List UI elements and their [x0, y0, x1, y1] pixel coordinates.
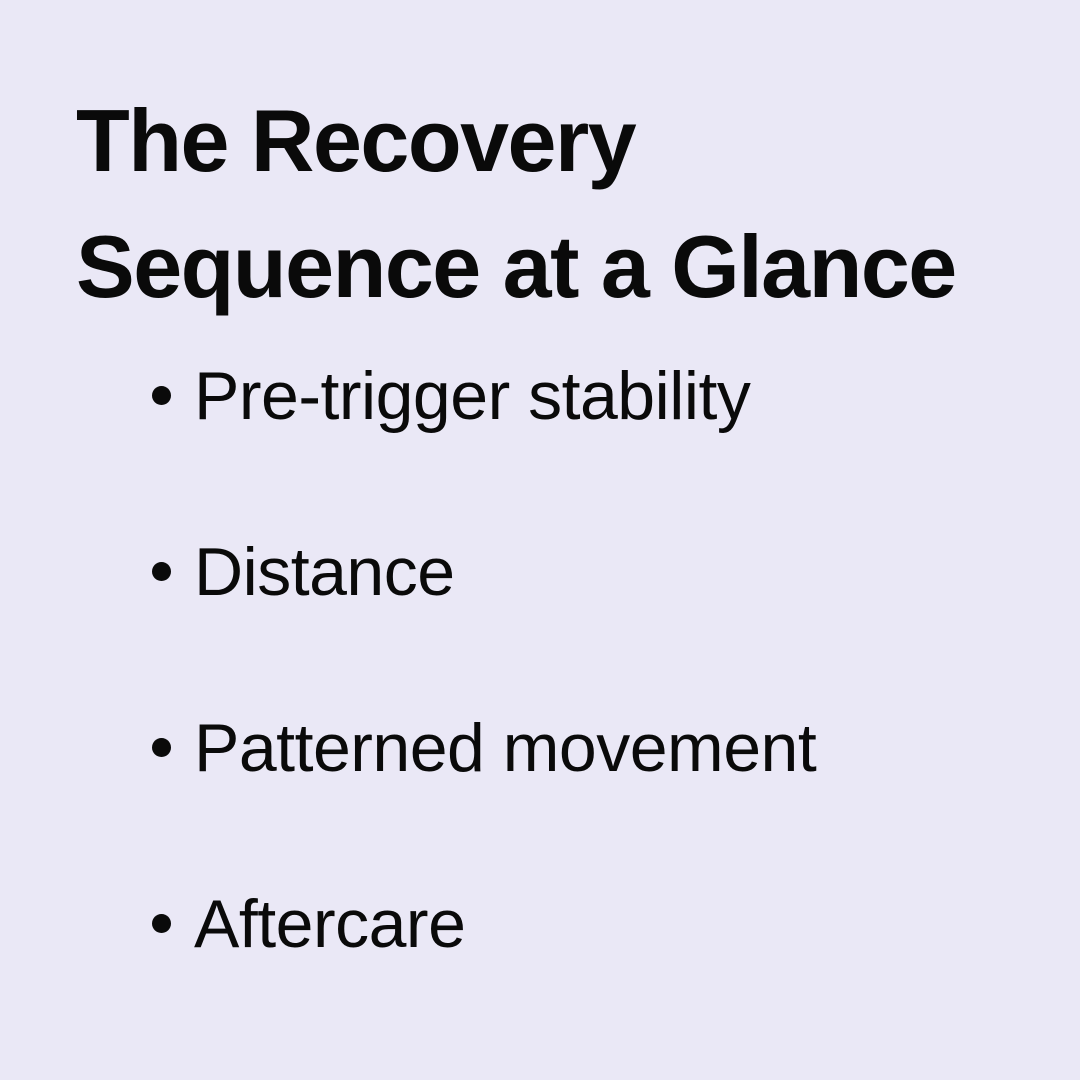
- bullet-list: Pre-trigger stability Distance Patterned…: [152, 352, 1032, 1056]
- bullet-dot-icon: [152, 914, 171, 933]
- bullet-dot-icon: [152, 386, 171, 405]
- list-item: Pre-trigger stability: [152, 352, 1032, 528]
- page-title: The Recovery Sequence at a Glance: [76, 91, 957, 316]
- bullet-item-label: Aftercare: [194, 886, 466, 962]
- bullet-item-label: Pre-trigger stability: [194, 358, 751, 434]
- bullet-item-label: Patterned movement: [194, 710, 817, 786]
- bullet-dot-icon: [152, 562, 171, 581]
- bullet-dot-icon: [152, 738, 171, 757]
- list-item: Distance: [152, 528, 1032, 704]
- bullet-item-label: Distance: [194, 534, 455, 610]
- list-item: Aftercare: [152, 880, 1032, 1056]
- list-item: Patterned movement: [152, 704, 1032, 880]
